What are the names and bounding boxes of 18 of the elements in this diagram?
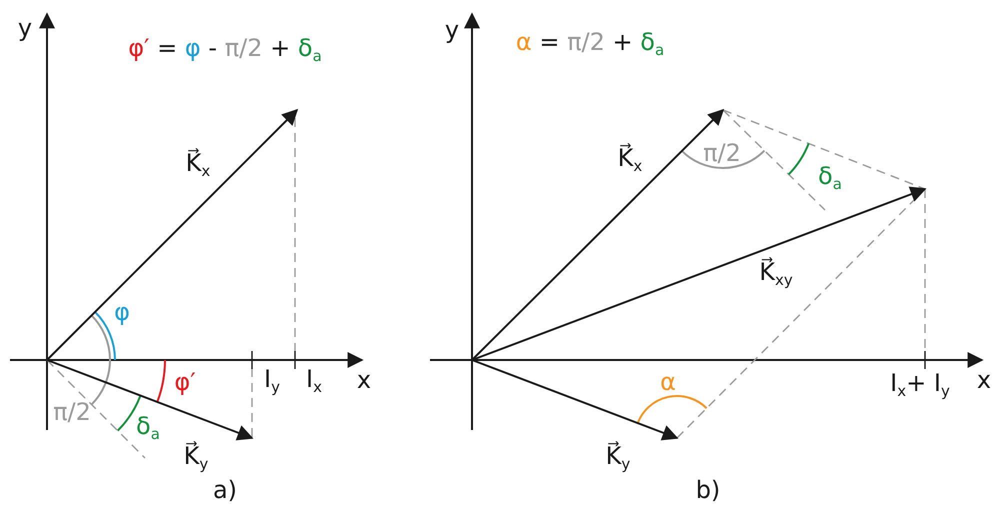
tick-label: I$_{x}$+ I$_{y}$ <box>890 371 950 399</box>
angle-label: α <box>660 370 676 394</box>
tick-label: I$_{y}$ <box>264 367 280 395</box>
axis-label: x <box>976 368 992 392</box>
panel-label: b) <box>696 478 720 502</box>
axis-label: y <box>444 18 460 42</box>
angle-label: δ$_{a}$ <box>136 414 160 442</box>
axis-label: x <box>356 368 372 392</box>
tick-label: I$_{x}$ <box>306 367 322 395</box>
angle-label: δ$_{a}$ <box>818 164 842 192</box>
angle-label: φ <box>114 300 130 324</box>
axis-label: y <box>18 16 32 40</box>
panel-label: a) <box>212 478 238 502</box>
angle-label: π/2 <box>703 141 741 165</box>
formula: α = π/2 + δ$_{a}$ <box>516 30 664 58</box>
angle-label: π/2 <box>53 400 91 424</box>
angle-label: φ′ <box>174 370 196 394</box>
formula: φ′ = φ - π/2 + δ$_{a}$ <box>128 36 322 64</box>
